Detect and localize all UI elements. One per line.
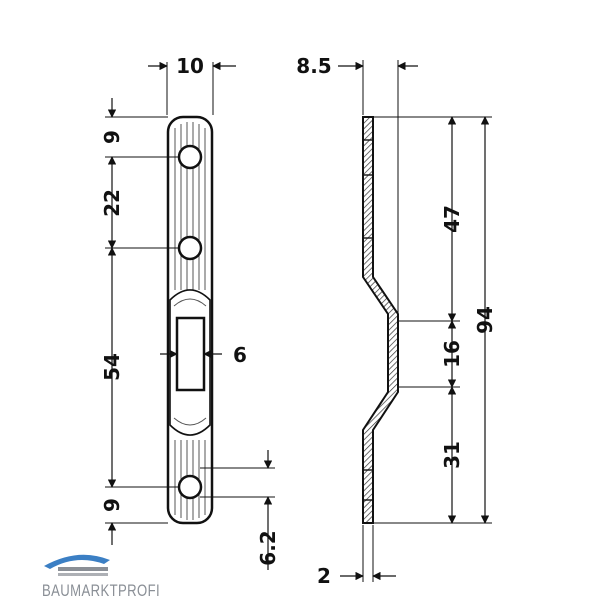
dim-lower-section: 31 xyxy=(440,441,464,469)
dim-hole-spacing: 22 xyxy=(100,189,124,217)
logo-text: BAUMARKTPROFI xyxy=(42,581,160,600)
dim-bottom-edge: 6.2 xyxy=(256,530,280,565)
dim-depth-side: 8.5 xyxy=(296,54,331,78)
dim-hole-top-offset: 9 xyxy=(100,130,124,144)
dim-sheet-thickness: 2 xyxy=(317,564,331,588)
dim-recess-height: 16 xyxy=(440,340,464,368)
strike-slot xyxy=(175,316,206,392)
mounting-hole-top xyxy=(177,144,203,170)
side-profile xyxy=(362,116,399,524)
dim-slot-span: 54 xyxy=(100,353,124,381)
dim-slot-width: 6 xyxy=(233,343,247,367)
dim-total-length: 94 xyxy=(473,306,497,334)
mounting-hole-bottom xyxy=(177,474,203,500)
mounting-hole-middle xyxy=(177,235,203,261)
dim-width-front: 10 xyxy=(176,54,204,78)
brand-logo: BAUMARKTPROFI xyxy=(42,554,160,600)
logo-roof-icon xyxy=(44,554,110,569)
dim-hole-bottom-offset: 9 xyxy=(100,498,124,512)
dim-upper-section: 47 xyxy=(440,205,464,233)
side-view: 8.5 47 16 31 94 2 xyxy=(296,54,497,588)
front-view: 10 9 22 54 9 6 6.2 xyxy=(100,54,280,570)
